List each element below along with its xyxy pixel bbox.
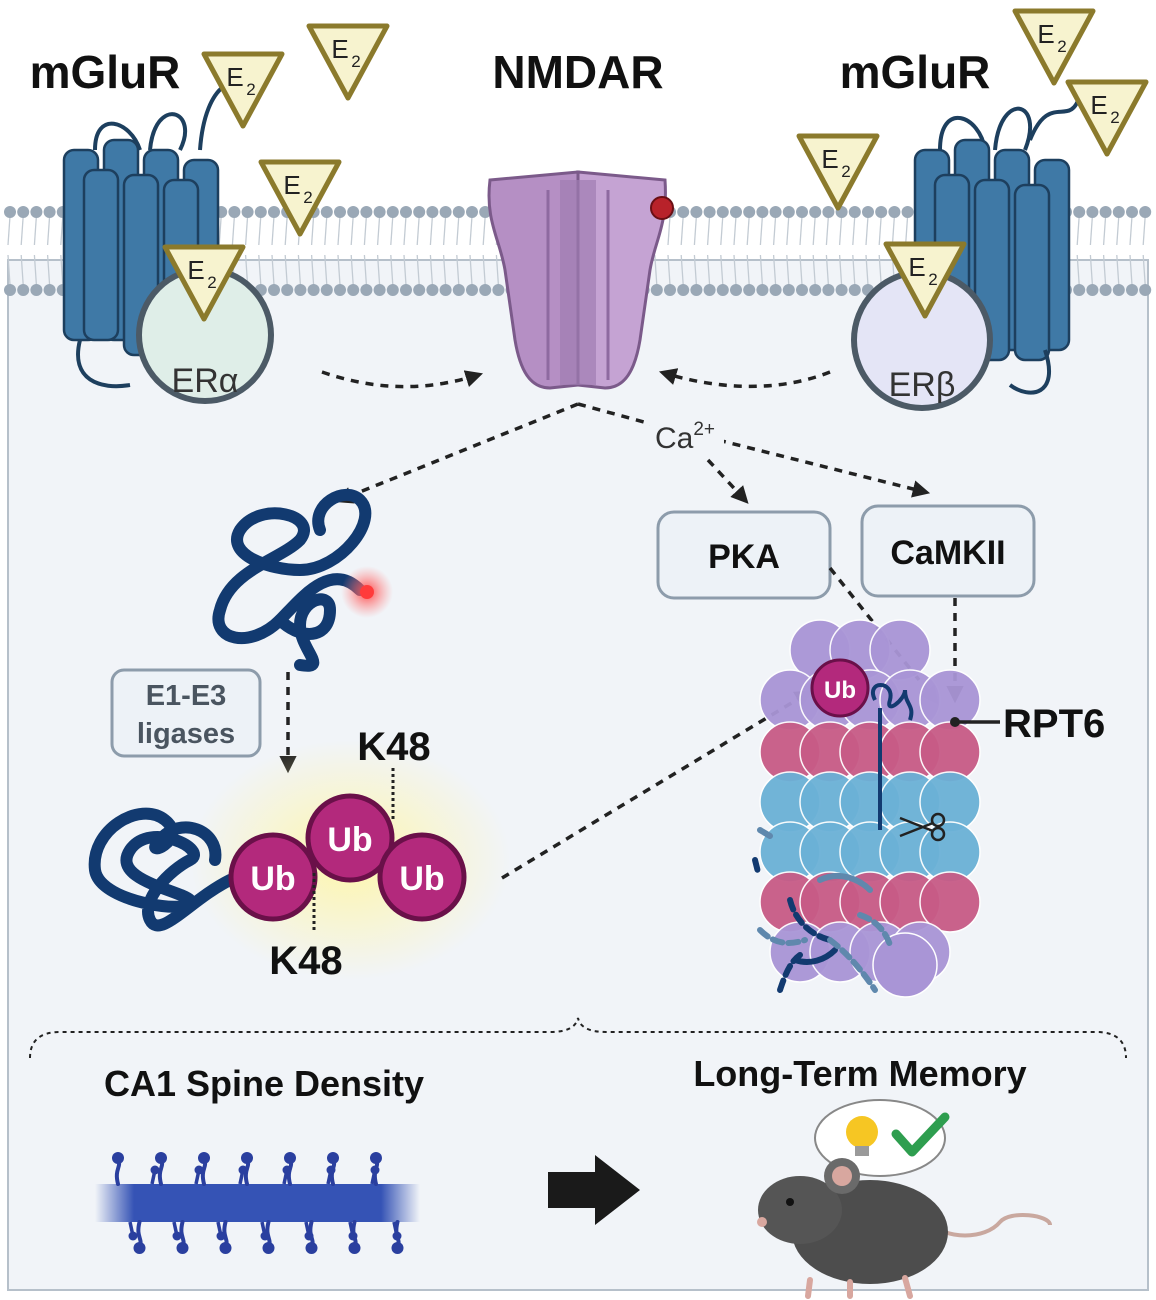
svg-text:E: E: [1037, 19, 1054, 49]
ub-middle: [305, 793, 395, 883]
ligases-line2: ligases: [137, 718, 235, 750]
svg-text:E: E: [908, 252, 925, 282]
cytoplasm: [7, 259, 1149, 1291]
rpt6-pointer-dot: [950, 717, 960, 727]
k48-bottom-label: K48: [269, 939, 342, 983]
nmdar-channel: [487, 170, 667, 390]
mglur-left-label: mGluR: [30, 46, 181, 98]
ub-middle-label: Ub: [327, 821, 372, 859]
svg-text:2: 2: [1110, 108, 1119, 127]
svg-text:E: E: [331, 34, 348, 64]
arrow-beta-to-nmdar: [658, 368, 831, 389]
svg-text:E: E: [187, 255, 204, 285]
lightbulb-icon: [846, 1116, 878, 1156]
ligases-box: [110, 668, 262, 758]
proteasome-ub-label: Ub: [824, 677, 856, 704]
peptide-fragments: [752, 827, 893, 993]
ubiquitinated-substrate: [88, 807, 236, 932]
k48-top-label: K48: [357, 725, 430, 769]
arrow-calcium-to-pka: [706, 458, 749, 504]
ub-left: [228, 832, 318, 922]
rpt6-label: RPT6: [1003, 702, 1105, 746]
nmdar-label: NMDAR: [492, 46, 663, 98]
ub-right-label: Ub: [399, 860, 444, 898]
svg-text:E: E: [283, 170, 300, 200]
camkii-box: [860, 504, 1036, 598]
er-beta-label: ERβ: [889, 366, 956, 404]
arrow-alpha-to-nmdar: [321, 370, 484, 389]
memory-label: Long-Term Memory: [693, 1053, 1026, 1094]
ub-left-label: Ub: [250, 860, 295, 898]
pka-label: PKA: [708, 538, 780, 576]
svg-text:2: 2: [351, 52, 360, 71]
pka-box: [656, 510, 832, 600]
arrow-icon: [548, 1155, 640, 1225]
mouse-icon: [757, 1158, 1052, 1299]
arrow-nmdar-to-calcium: [577, 402, 656, 427]
spine-density-label: CA1 Spine Density: [104, 1063, 424, 1104]
nmdar-phospho-site: [650, 196, 674, 220]
proteasome-26s: [759, 619, 981, 998]
svg-text:2: 2: [928, 270, 937, 289]
calcium-label: Ca2+: [655, 419, 715, 455]
svg-text:2: 2: [303, 188, 312, 207]
arrow-nmdar-to-substrate: [335, 402, 579, 504]
svg-text:E: E: [1090, 90, 1107, 120]
arrow-calcium-to-camkii: [717, 438, 931, 498]
phospho-dot: [360, 585, 374, 599]
proteasome-ub: [810, 658, 870, 718]
dendrite-spines: [95, 1152, 420, 1254]
svg-text:E: E: [821, 144, 838, 174]
checkmark-icon: [891, 1112, 950, 1157]
svg-text:2: 2: [1057, 37, 1066, 56]
svg-text:2: 2: [246, 80, 255, 99]
svg-text:E: E: [226, 62, 243, 92]
unfolding-substrate: [871, 683, 914, 830]
svg-text:2: 2: [841, 162, 850, 181]
substrate-protein: [212, 488, 372, 672]
mglur-right-label: mGluR: [840, 46, 991, 98]
outcome-brace: [29, 1017, 1127, 1059]
scissors-icon: [899, 812, 946, 842]
svg-text:2: 2: [207, 273, 216, 292]
ub-right: [377, 832, 467, 922]
er-alpha-label: ERα: [172, 362, 239, 400]
ligases-line1: E1-E3: [146, 680, 227, 712]
camkii-label: CaMKII: [890, 534, 1005, 572]
calcium-label-bg: [650, 416, 724, 456]
